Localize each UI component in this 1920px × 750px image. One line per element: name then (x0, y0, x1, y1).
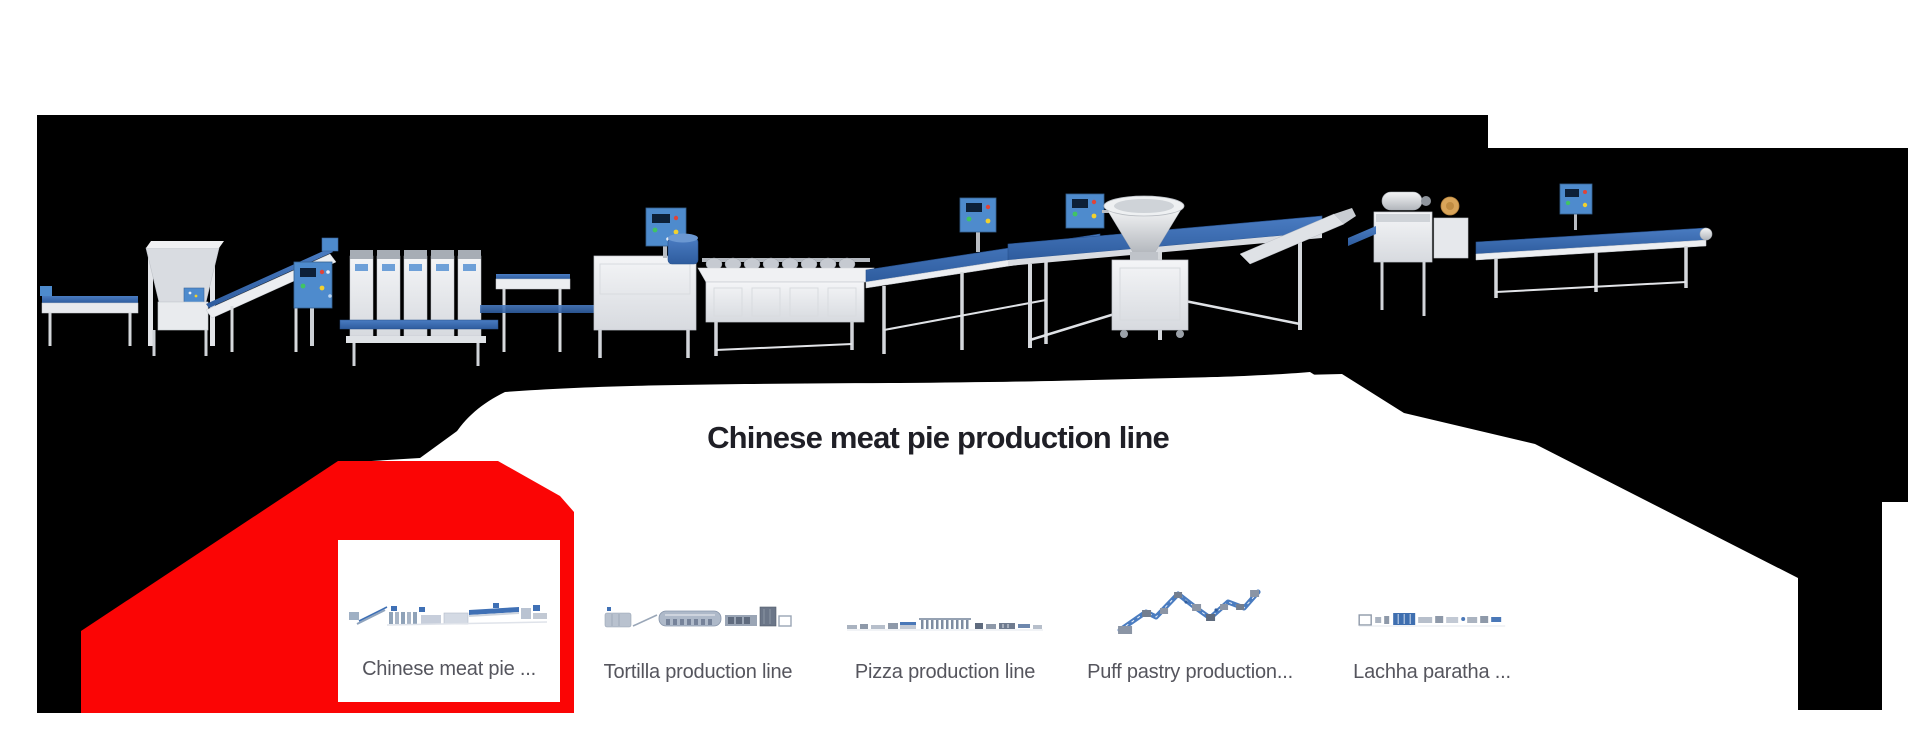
puff-pastry-line-thumbnail-icon (1117, 589, 1261, 634)
page-title: Chinese meat pie production line (707, 420, 1170, 455)
chinese-meat-pie-line-thumbnail-icon (349, 603, 548, 626)
production-line-illustration (40, 183, 1713, 366)
carousel-item-label: Lachha paratha ... (1353, 661, 1511, 683)
carousel-item-tortilla[interactable]: Tortilla production line (603, 603, 793, 684)
carousel-item-label: Tortilla production line (603, 661, 793, 683)
carousel-item-label: Chinese meat pie ... (362, 658, 536, 680)
black-alpha-background-shape (37, 115, 1908, 713)
tortilla-line-thumbnail-icon (604, 606, 792, 628)
carousel-item-puff-pastry[interactable]: Puff pastry production... (1087, 582, 1293, 684)
carousel-item-lachha-paratha[interactable]: Lachha paratha ... (1353, 605, 1511, 684)
carousel-item-pizza[interactable]: Pizza production line (845, 612, 1045, 684)
lachha-paratha-line-thumbnail-icon (1358, 613, 1505, 627)
title-white-blob (429, 372, 1444, 560)
carousel-item-chinese-meat-pie[interactable]: Chinese meat pie ... (338, 540, 560, 702)
carousel-item-label: Pizza production line (854, 661, 1036, 683)
carousel-item-label: Puff pastry production... (1087, 661, 1293, 683)
pizza-line-thumbnail-icon (847, 618, 1043, 631)
